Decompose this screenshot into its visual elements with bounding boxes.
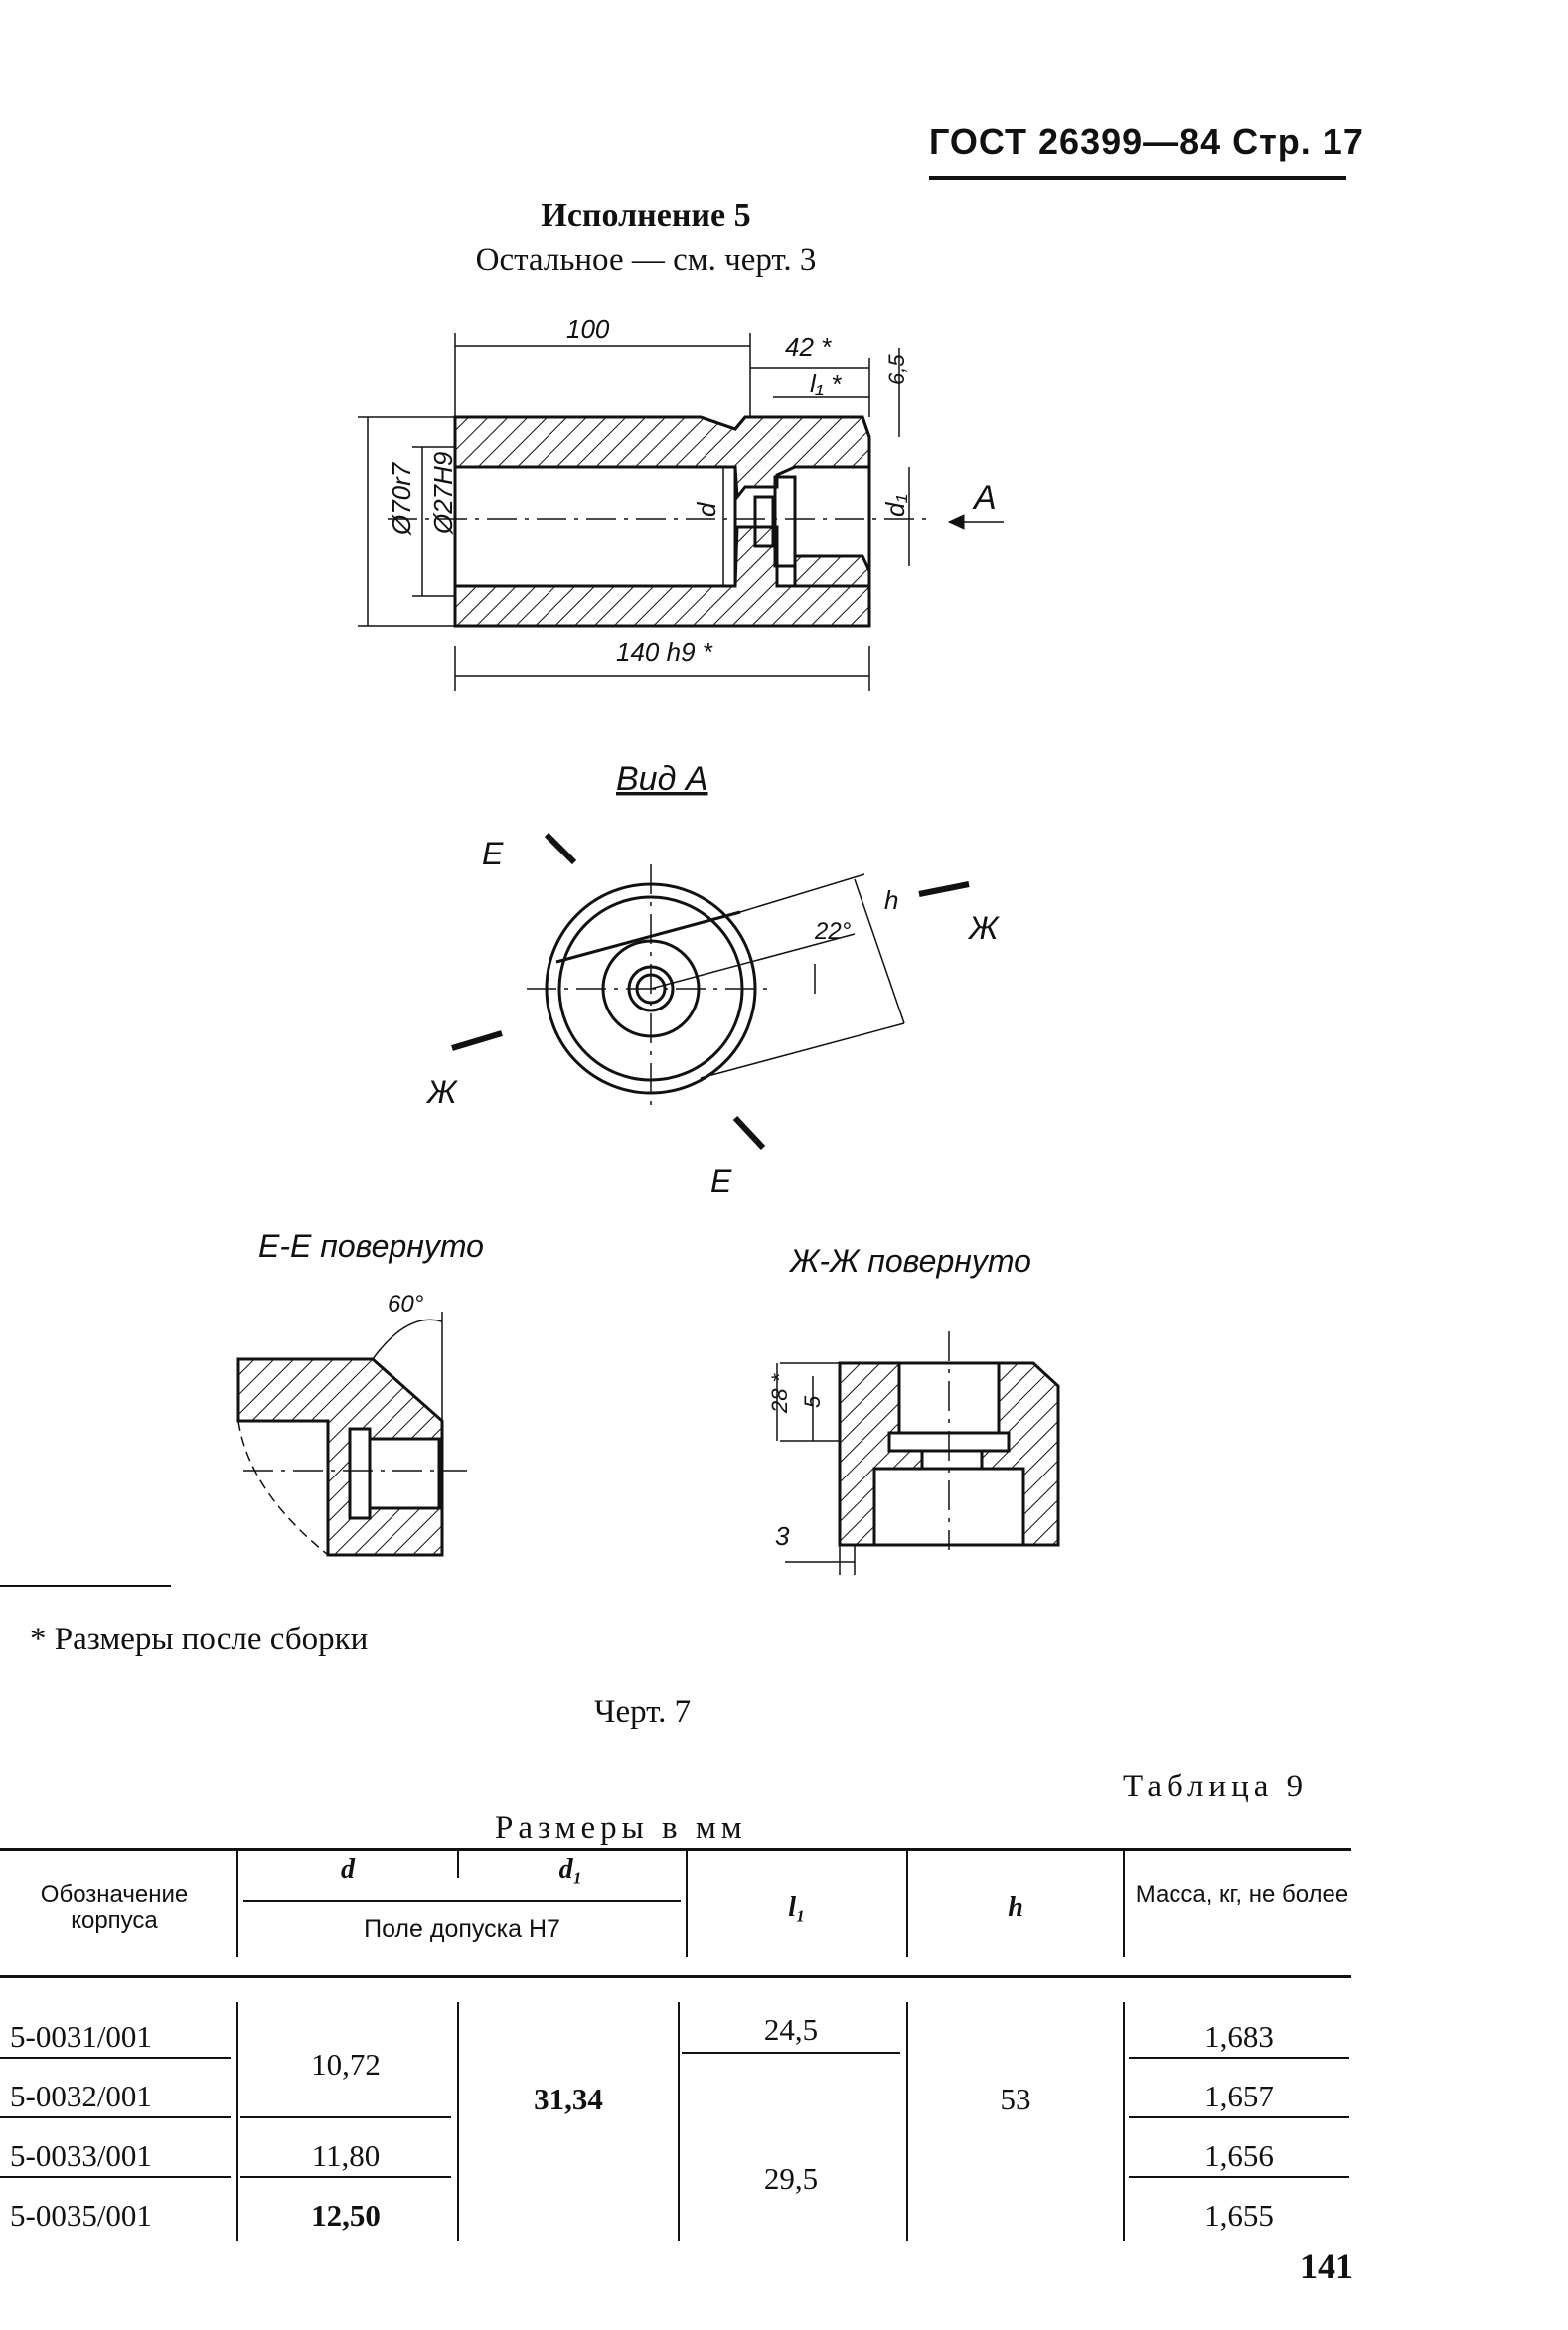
units-label: Размеры в мм	[495, 1810, 747, 1846]
table-top-rule	[0, 1848, 1351, 1851]
cell-mass-value: 1,655	[1204, 2198, 1274, 2233]
cell-d1-value: 31,34	[534, 2082, 603, 2116]
dim-140: 140 h9 *	[616, 637, 713, 667]
figure-caption: Черт. 7	[594, 1694, 692, 1730]
dim-h: h	[884, 885, 898, 915]
cell-mass-value: 1,683	[1204, 2019, 1274, 2054]
cell-l1-value: 24,5	[763, 2012, 819, 2047]
dim-42: 42 *	[785, 332, 832, 362]
footnote-rule	[0, 1585, 171, 1587]
cell-mass-value: 1,657	[1204, 2079, 1274, 2113]
section-zh-label-right: Ж	[967, 910, 1000, 946]
dim-28: 28 *	[767, 1372, 792, 1414]
header-d: d	[341, 1854, 355, 1885]
table-row-designation: 5-0032/001	[10, 2079, 152, 2113]
header-h: h	[1008, 1892, 1023, 1923]
view-a-drawing	[451, 832, 970, 1151]
main-section-view	[358, 333, 1004, 691]
table-row-designation: 5-0033/001	[10, 2138, 152, 2173]
dim-3: 3	[775, 1521, 790, 1551]
cell-d-value: 10,72	[311, 2047, 381, 2082]
cell-d-value: 11,80	[311, 2138, 381, 2173]
view-arrow-label: A	[972, 479, 997, 517]
dim-d: d	[692, 501, 721, 517]
page-header: ГОСТ 26399—84 Стр. 17	[929, 121, 1364, 162]
table-row-designation: 5-0035/001	[10, 2198, 152, 2233]
dim-dia-70: Ø70r7	[387, 461, 416, 536]
dim-6-5: 6,5	[884, 354, 909, 385]
angle-60: 60°	[388, 1291, 424, 1318]
dim-l1: l₁ *	[810, 369, 842, 398]
drawing-subtitle: Остальное — см. черт. 3	[475, 242, 817, 278]
cell-mass-value: 1,656	[1204, 2138, 1274, 2173]
header-d1: d₁	[558, 1854, 583, 1885]
dim-d1: d₁	[880, 494, 910, 517]
header-rule	[929, 176, 1346, 180]
section-e-label-top: Е	[482, 836, 504, 871]
technical-drawing: 100 42 * l₁ * 6,5 Ø70r7 Ø27H9 d d₁ 140 h…	[236, 314, 1060, 1575]
header-mass: Масса, кг, не более	[1135, 1881, 1349, 1908]
dim-100: 100	[566, 314, 610, 344]
cell-h-value: 53	[1000, 2082, 1031, 2116]
section-e-label-bottom: Е	[710, 1164, 732, 1199]
cell-l1-value: 29,5	[763, 2161, 819, 2196]
table-9: Обозначение корпуса d d₁ Поле допуска Н7…	[0, 1848, 1351, 2246]
section-ee-title: Е-Е повернуто	[258, 1228, 484, 1264]
view-a-title: Вид А	[616, 760, 708, 798]
angle-22: 22°	[814, 918, 852, 945]
dim-5: 5	[800, 1395, 825, 1408]
header-tolerance: Поле допуска Н7	[364, 1915, 560, 1942]
section-ee-drawing	[236, 1312, 467, 1557]
table-label: Таблица 9	[1123, 1769, 1309, 1804]
header-designation: Обозначение корпуса	[40, 1881, 189, 1934]
drawing-title: Исполнение 5	[541, 197, 751, 233]
header-l1: l₁	[788, 1892, 806, 1923]
cell-d-value: 12,50	[311, 2198, 381, 2233]
section-zhzh-title: Ж-Ж повернуто	[788, 1243, 1031, 1279]
footnote: * Размеры после сборки	[30, 1622, 369, 1657]
dim-dia-27: Ø27H9	[428, 452, 458, 535]
section-zh-label-left: Ж	[425, 1074, 458, 1110]
table-row-designation: 5-0031/001	[10, 2019, 152, 2054]
table-header-rule	[0, 1975, 1351, 1978]
section-zhzh-drawing	[776, 1331, 1060, 1575]
page-number: 141	[1300, 2247, 1353, 2286]
